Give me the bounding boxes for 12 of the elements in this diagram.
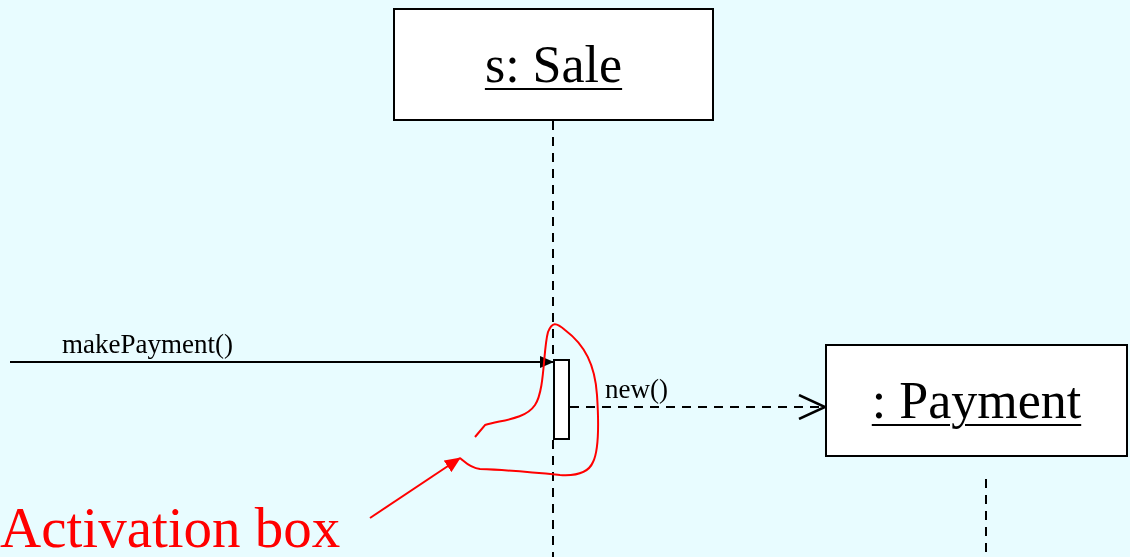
lifeline — [552, 439, 554, 557]
leader-arrow — [369, 457, 461, 519]
object-box — [393, 8, 714, 121]
message-arrow — [569, 393, 827, 421]
object-name: : Payment — [871, 374, 1082, 427]
message-arrow — [9, 356, 554, 368]
edge-label: new() — [605, 376, 668, 403]
object-name: s: Sale — [484, 38, 623, 91]
activation-bar — [553, 359, 570, 440]
annotation-text: Activation box — [0, 497, 370, 557]
edge-label: makePayment() — [62, 331, 233, 358]
object-box — [825, 344, 1128, 457]
